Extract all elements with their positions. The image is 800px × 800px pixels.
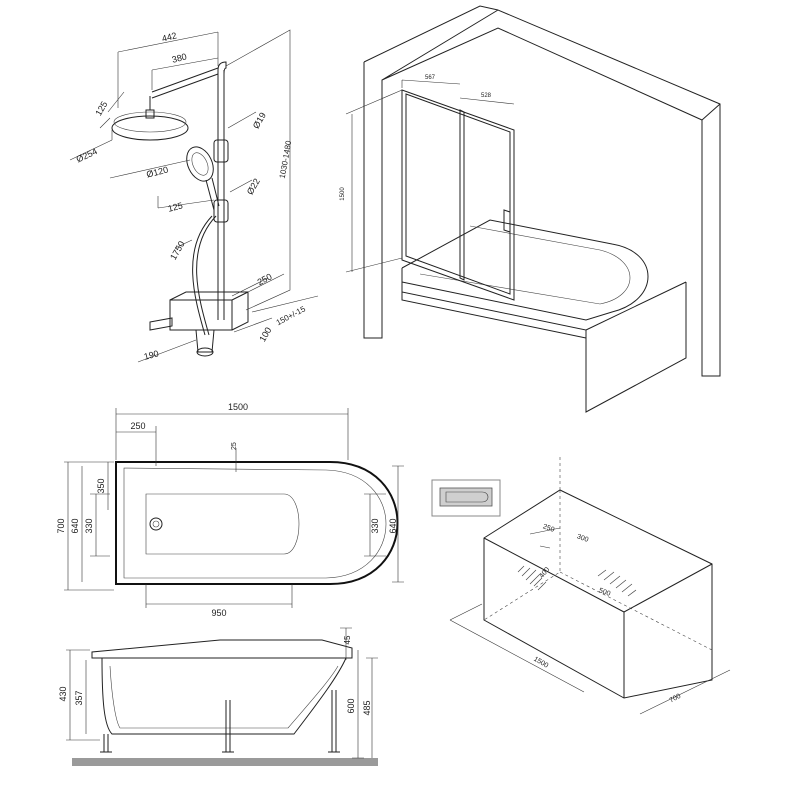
dim-190: 190 — [143, 348, 160, 361]
dim-box-250: 250 — [542, 523, 555, 534]
dim-side-600: 600 — [346, 698, 356, 713]
dim-plan-25: 25 — [231, 442, 238, 450]
dim-380: 380 — [171, 51, 188, 64]
screen-handle — [503, 209, 511, 233]
dim-box-700: 700 — [668, 693, 682, 705]
dim-plan-700: 700 — [56, 518, 66, 533]
bath-outline-plan — [115, 461, 399, 585]
shower-system-drawing: 442 380 125 Ø254 Ø120 Ø19 Ø22 125 1750 1… — [69, 29, 319, 363]
dim-plan-950: 950 — [211, 608, 226, 618]
dim-height-1030-1480: 1030-1480 — [278, 139, 294, 179]
foot-hatch-left — [517, 565, 547, 591]
dim-box-300: 300 — [576, 533, 589, 544]
dim-442: 442 — [161, 30, 178, 43]
bath-thumbnail — [431, 479, 501, 517]
dim-screen-left: 567 — [425, 75, 436, 81]
hand-shower — [186, 146, 220, 211]
dim-diameter-254: Ø254 — [75, 146, 99, 164]
floor-line — [72, 758, 378, 766]
dim-plan-640-left: 640 — [70, 518, 80, 533]
dim-diameter-22: Ø22 — [245, 177, 262, 197]
drain-icon — [149, 517, 163, 531]
dim-plan-350: 350 — [96, 478, 106, 493]
dim-plan-250: 250 — [130, 421, 145, 431]
dim-side-485: 485 — [362, 700, 372, 715]
dim-box-500: 500 — [598, 587, 611, 598]
dim-side-430: 430 — [58, 686, 68, 701]
dim-plan-1500: 1500 — [228, 402, 248, 412]
dim-plan-330-left: 330 — [84, 518, 94, 533]
dim-plan-330-right: 330 — [370, 518, 380, 533]
dim-screen-height-1500: 1500 — [340, 187, 346, 201]
bath-body-side — [101, 657, 347, 735]
dim-side-45: 45 — [343, 635, 352, 644]
dim-box-1500: 1500 — [532, 656, 549, 670]
dim-100: 100 — [257, 325, 273, 343]
dim-250: 250 — [256, 271, 274, 287]
dim-hose-1750: 1750 — [168, 239, 187, 261]
dim-150-15: 150+/-15 — [275, 304, 308, 327]
rain-shower-head — [111, 115, 189, 141]
installation-box-perspective: 250 300 400 500 1500 700 — [449, 454, 731, 715]
bath-plan-view: 1500 250 25 700 640 330 350 330 640 950 — [56, 402, 404, 618]
dim-plan-640-right: 640 — [388, 518, 398, 533]
bath-side-elevation: 430 357 45 600 485 — [58, 627, 378, 766]
dim-diameter-120: Ø120 — [145, 165, 169, 180]
bath-bottom-plan — [145, 493, 300, 555]
dim-side-357: 357 — [74, 690, 84, 705]
dim-125-top: 125 — [93, 99, 109, 117]
dim-125-mid: 125 — [167, 200, 184, 213]
bath-screen-perspective: 567 528 1500 — [340, 5, 721, 413]
dim-screen-right: 528 — [481, 93, 492, 99]
foot-hatch-right — [597, 569, 637, 597]
